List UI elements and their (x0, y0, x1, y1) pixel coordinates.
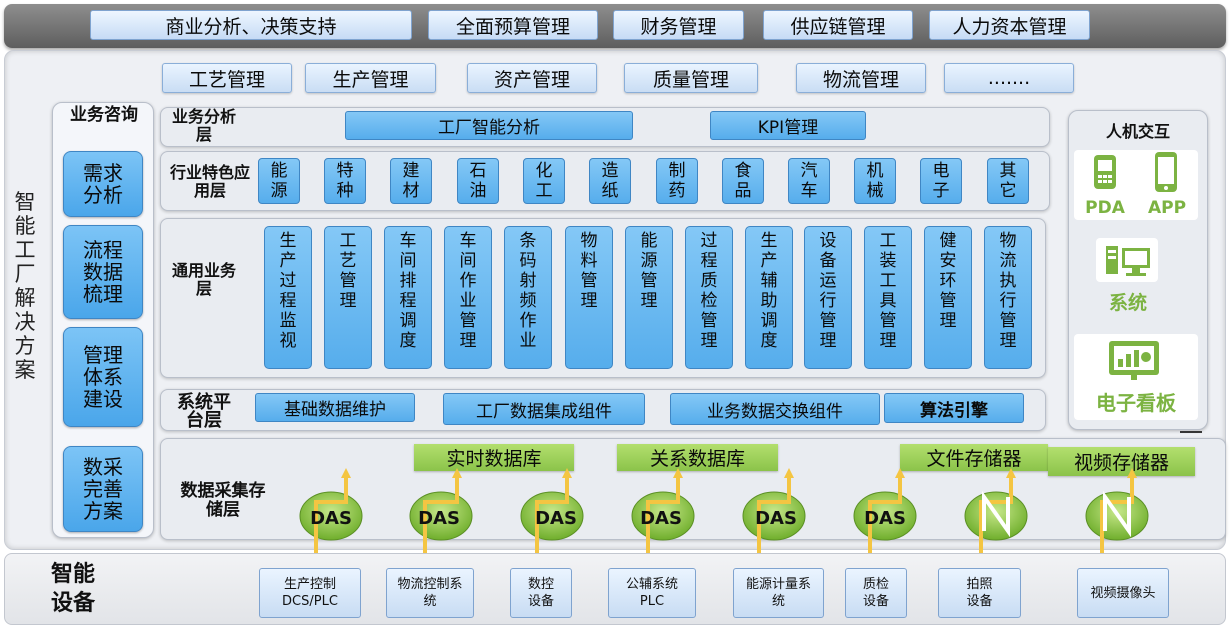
top-tab-finance[interactable]: 财务管理 (613, 10, 744, 40)
top-tab-supply-chain[interactable]: 供应链管理 (763, 10, 913, 40)
collection-layer-label: 数据采集存储层 (180, 481, 266, 520)
industry-item-oil[interactable]: 石油 (457, 158, 499, 204)
general-item-monitoring[interactable]: 生产过程监视 (264, 226, 312, 369)
das-label-3: DAS (535, 508, 577, 529)
db-realtime[interactable]: 实时数据库 (414, 444, 574, 471)
section-button-more[interactable]: ....... (944, 63, 1074, 93)
general-item-scheduling[interactable]: 车间排程调度 (384, 226, 432, 369)
analysis-layer-label: 业务分析层 (172, 107, 237, 144)
platform-item-integration[interactable]: 工厂数据集成组件 (443, 393, 645, 425)
hmi-label-system: 系统 (1108, 292, 1147, 314)
platform-item-exchange[interactable]: 业务数据交换组件 (670, 393, 880, 425)
das-label-1: DAS (310, 508, 352, 529)
general-item-process[interactable]: 工艺管理 (324, 226, 372, 369)
das-node-4[interactable]: DAS (631, 468, 695, 570)
storage-node-video[interactable] (1085, 468, 1149, 570)
consulting-item-process-data[interactable]: 流程数据梳理 (63, 225, 143, 319)
das-label-6: DAS (864, 508, 906, 529)
device-utility-plc[interactable]: 公辅系统PLC (608, 568, 696, 618)
phone-icon[interactable] (1152, 151, 1180, 193)
general-layer-label: 通用业务层 (172, 261, 237, 298)
top-tab-hr[interactable]: 人力资本管理 (929, 10, 1090, 40)
hmi-label-app: APP (1147, 198, 1187, 218)
top-tab-bi[interactable]: 商业分析、决策支持 (90, 10, 412, 40)
section-button-production[interactable]: 生产管理 (305, 63, 436, 93)
general-item-barcode[interactable]: 条码射频作业 (504, 226, 552, 369)
device-energy-meter[interactable]: 能源计量系统 (733, 568, 824, 618)
devices-title: 智能设备 (50, 562, 95, 616)
analysis-item-kpi[interactable]: KPI管理 (710, 111, 866, 140)
general-item-aux-dispatch[interactable]: 生产辅助调度 (745, 226, 793, 369)
section-button-logistics[interactable]: 物流管理 (796, 63, 926, 93)
layer-divider (1180, 431, 1202, 433)
general-item-logistics[interactable]: 物流执行管理 (984, 226, 1032, 369)
db-video-storage[interactable]: 视频存储器 (1048, 447, 1195, 476)
db-relational[interactable]: 关系数据库 (617, 444, 778, 471)
das-label-4: DAS (640, 508, 682, 529)
storage-node-file[interactable] (964, 468, 1028, 570)
section-button-process[interactable]: 工艺管理 (162, 63, 292, 93)
platform-item-algorithm[interactable]: 算法引擎 (884, 393, 1024, 423)
das-label-5: DAS (755, 508, 797, 529)
top-tab-budget[interactable]: 全面预算管理 (428, 10, 598, 40)
industry-item-machinery[interactable]: 机械 (854, 158, 896, 204)
section-button-quality[interactable]: 质量管理 (624, 63, 758, 93)
industry-item-energy[interactable]: 能源 (258, 158, 300, 204)
industry-item-pharma[interactable]: 制药 (656, 158, 698, 204)
platform-item-base-data[interactable]: 基础数据维护 (255, 393, 415, 422)
dashboard-icon[interactable] (1107, 339, 1161, 381)
general-item-tooling[interactable]: 工装工具管理 (864, 226, 912, 369)
consulting-item-collection[interactable]: 数采完善方案 (63, 446, 143, 532)
industry-item-chemical[interactable]: 化工 (523, 158, 565, 204)
industry-item-special[interactable]: 特种 (324, 158, 366, 204)
industry-item-electronics[interactable]: 电子 (920, 158, 962, 204)
industry-item-building[interactable]: 建材 (390, 158, 432, 204)
analysis-item-smart-factory[interactable]: 工厂智能分析 (345, 111, 633, 140)
hmi-label-pda: PDA (1085, 198, 1125, 218)
db-file-storage[interactable]: 文件存储器 (900, 444, 1048, 471)
general-item-energy[interactable]: 能源管理 (625, 226, 673, 369)
device-dcs-plc[interactable]: 生产控制DCS/PLC (259, 568, 361, 618)
general-item-material[interactable]: 物料管理 (565, 226, 613, 369)
device-camera-photo[interactable]: 拍照设备 (938, 568, 1021, 618)
section-button-asset[interactable]: 资产管理 (467, 63, 597, 93)
das-node-1[interactable]: DAS (299, 468, 363, 570)
das-node-2[interactable]: DAS (409, 468, 473, 570)
consulting-item-management[interactable]: 管理体系建设 (63, 327, 143, 427)
das-node-3[interactable]: DAS (520, 468, 584, 570)
device-video-camera[interactable]: 视频摄像头 (1077, 568, 1169, 618)
general-item-workshop[interactable]: 车间作业管理 (444, 226, 492, 369)
desktop-system-icon[interactable] (1104, 240, 1154, 280)
consulting-title: 业务咨询 (70, 105, 138, 125)
device-logistics-control[interactable]: 物流控制系统 (386, 568, 474, 618)
pda-icon[interactable] (1090, 153, 1120, 193)
industry-item-auto[interactable]: 汽车 (788, 158, 830, 204)
das-node-6[interactable]: DAS (853, 468, 917, 570)
general-item-equipment[interactable]: 设备运行管理 (804, 226, 852, 369)
device-cnc[interactable]: 数控设备 (510, 568, 572, 618)
general-item-hse[interactable]: 健安环管理 (924, 226, 972, 369)
platform-layer-label: 系统平台层 (177, 392, 231, 431)
industry-item-paper[interactable]: 造纸 (589, 158, 631, 204)
device-quality-inspection[interactable]: 质检设备 (845, 568, 907, 618)
industry-item-other[interactable]: 其它 (987, 158, 1029, 204)
das-label-2: DAS (418, 508, 460, 529)
hmi-title: 人机交互 (1105, 122, 1170, 141)
hmi-label-kanban: 电子看板 (1096, 391, 1176, 415)
general-item-quality[interactable]: 过程质检管理 (685, 226, 733, 369)
solution-title: 智能工厂解决方案 (14, 190, 36, 382)
consulting-item-requirements[interactable]: 需求分析 (63, 151, 143, 217)
industry-layer-label: 行业特色应用层 (169, 163, 250, 200)
industry-item-food[interactable]: 食品 (722, 158, 764, 204)
das-node-5[interactable]: DAS (742, 468, 806, 570)
